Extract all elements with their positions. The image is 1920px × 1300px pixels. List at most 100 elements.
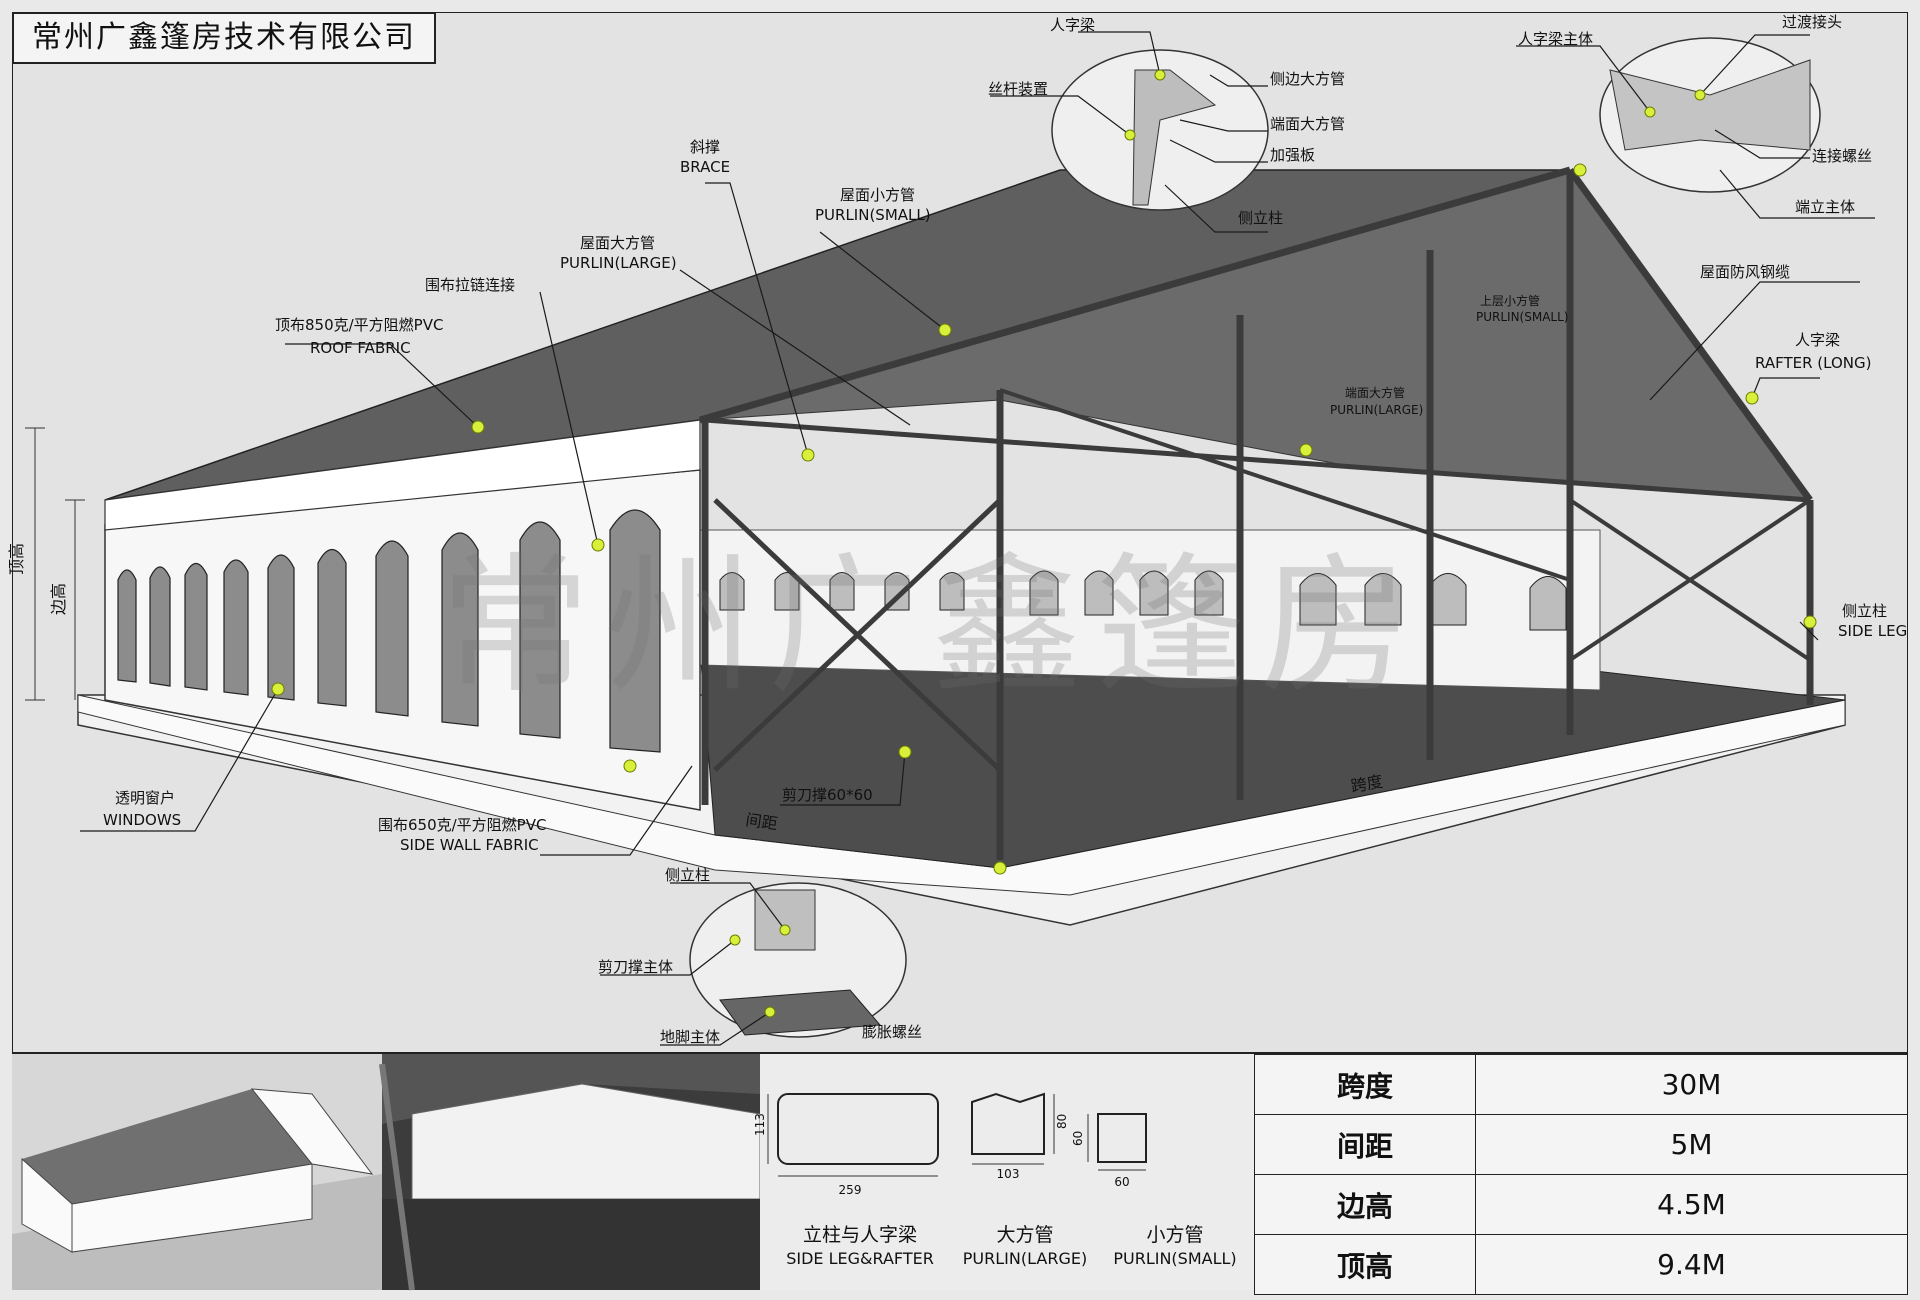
label-side-column-bottom: 侧立柱: [665, 866, 710, 884]
thumbnail-exterior: [12, 1054, 383, 1290]
end-brace: [1568, 498, 1812, 662]
spec-key: 边高: [1254, 1174, 1476, 1235]
marker: [1745, 391, 1759, 405]
leader-lines: [80, 31, 1875, 1046]
label-foot-main: 地脚主体: [660, 1028, 720, 1046]
profile-caption-zh: 大方管: [996, 1224, 1054, 1246]
window: [223, 559, 249, 696]
label-connect-bolt: 连接螺丝: [1812, 147, 1872, 165]
profile-1-width: 259: [839, 1183, 862, 1197]
label-rafter-main: 人字梁主体: [1518, 30, 1593, 48]
spec-value: 4.5M: [1475, 1174, 1908, 1235]
table-row: 间距 5M: [1254, 1114, 1908, 1175]
label-transition-joint: 过渡接头: [1782, 13, 1842, 31]
gable: [250, 1088, 374, 1175]
marker: [898, 745, 912, 759]
window: [609, 509, 661, 753]
marker: [271, 682, 285, 696]
window: [1194, 570, 1224, 616]
window: [375, 540, 409, 717]
marker: [938, 323, 952, 337]
label-side-leg-en: SIDE LEG: [1838, 622, 1907, 640]
window: [149, 566, 171, 687]
profile-caption-purlin-large: 大方管 PURLIN(LARGE): [950, 1222, 1100, 1270]
label-roof-fabric-en: ROOF FABRIC: [310, 339, 411, 357]
tent-diagram: 顶高 边高: [7, 13, 1907, 1046]
end-rafter: [1567, 167, 1813, 503]
spec-value: 30M: [1475, 1054, 1908, 1115]
label-windows: 透明窗户: [115, 789, 175, 807]
ridge-beam: [699, 166, 1571, 424]
profile-caption-en: PURLIN(SMALL): [1113, 1249, 1237, 1268]
label-scissor-brace: 剪刀撑60*60: [782, 786, 873, 804]
edge-height-label: 边高: [49, 583, 68, 615]
profile-caption-en: SIDE LEG&RAFTER: [786, 1249, 934, 1268]
watermark: 常州广鑫篷房: [440, 540, 1425, 714]
profile-2-height: 80: [1055, 1114, 1069, 1129]
detail-circle-top: [1051, 49, 1269, 211]
spec-key: 间距: [1254, 1114, 1476, 1175]
label-end-purlin-en: PURLIN(LARGE): [1330, 403, 1423, 417]
thumbnail-interior: [379, 1054, 761, 1291]
label-rafter-long-en: RAFTER (LONG): [1755, 354, 1871, 372]
window: [184, 562, 208, 691]
profile-drawings: 259 113 103 80 60 60: [753, 1092, 1147, 1197]
marker: [1299, 443, 1313, 457]
window: [1139, 570, 1169, 616]
marker: [779, 924, 791, 936]
label-purlin-large-en: PURLIN(LARGE): [560, 254, 677, 272]
window: [267, 554, 295, 701]
eave-beam: [704, 417, 1811, 503]
label-end-large-tube: 端面大方管: [1270, 115, 1345, 133]
marker: [993, 861, 1007, 875]
far-window-row: [719, 570, 1567, 631]
detail-baseplate: [719, 989, 882, 1036]
spec-value: 9.4M: [1475, 1234, 1908, 1295]
label-zipper: 围布拉链连接: [425, 276, 515, 294]
label-roof-fabric: 顶布850克/平方阻燃PVC: [275, 316, 443, 334]
detail-rafter: [1609, 59, 1811, 151]
marker: [591, 538, 605, 552]
table-row: 跨度 30M: [1254, 1054, 1908, 1115]
profile-3-width: 60: [1114, 1175, 1129, 1189]
label-upper-small: 上层小方管: [1480, 293, 1540, 308]
profile-caption-zh: 立柱与人字梁: [802, 1224, 917, 1246]
marker: [1694, 89, 1706, 101]
profile-caption-zh: 小方管: [1146, 1224, 1204, 1246]
marker: [1124, 129, 1136, 141]
detail-joint: [1132, 69, 1217, 206]
profile-2-width: 103: [997, 1167, 1020, 1181]
profile-3-height: 60: [1071, 1131, 1085, 1146]
label-upper-small-en: PURLIN(SMALL): [1476, 310, 1568, 324]
label-screw-device: 丝杆装置: [988, 80, 1048, 98]
dimension-lines: [25, 427, 85, 701]
window: [1429, 573, 1467, 626]
marker: [1644, 106, 1656, 118]
marker: [471, 420, 485, 434]
company-title: 常州广鑫篷房技术有限公司: [12, 12, 436, 64]
top-height-label: 顶高: [7, 543, 26, 575]
marker: [1573, 163, 1587, 177]
steel-frame: [699, 166, 1814, 860]
profile-section: 259 113 103 80 60 60 立柱与人字梁 SIDE LEG&RAF…: [753, 1054, 1256, 1290]
window: [1529, 576, 1567, 631]
label-side-wall-en: SIDE WALL FABRIC: [400, 836, 539, 854]
marker-dots: [271, 69, 1817, 1018]
label-wind-cable: 屋面防风钢缆: [1700, 263, 1790, 281]
label-side-leg: 侧立柱: [1842, 602, 1887, 620]
label-end-column-main: 端立主体: [1795, 198, 1855, 216]
label-reinforce-plate: 加强板: [1270, 146, 1315, 164]
purlin: [999, 388, 1571, 582]
label-purlin-large: 屋面大方管: [580, 234, 655, 252]
window: [1364, 573, 1402, 626]
profile-purlin-large: [971, 1092, 1045, 1155]
marker: [1803, 615, 1817, 629]
label-spacing: 间距: [744, 810, 778, 833]
label-purlin-small: 屋面小方管: [840, 186, 915, 204]
window: [719, 572, 745, 611]
label-brace: 斜撑: [690, 138, 720, 156]
profile-caption-en: PURLIN(LARGE): [962, 1249, 1088, 1268]
thumbnail-exterior-image: [12, 1088, 382, 1290]
profile-caption-purlin-small: 小方管 PURLIN(SMALL): [1100, 1222, 1250, 1270]
window: [1029, 570, 1059, 616]
